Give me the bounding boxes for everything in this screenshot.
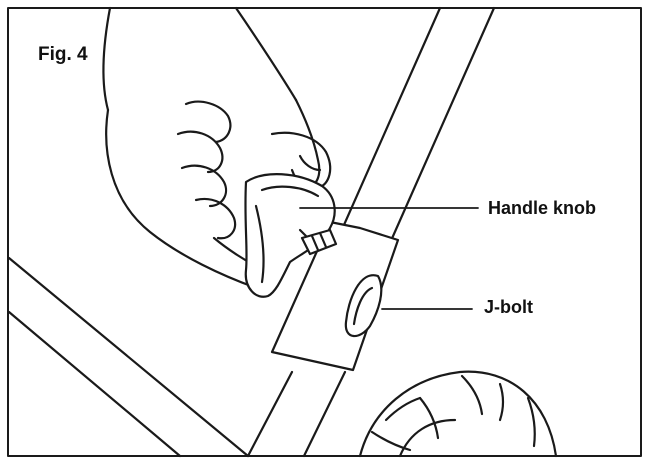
j-bolt-label: J-bolt [484, 297, 533, 317]
lower-frame-rail [7, 256, 250, 458]
handle-knob-label: Handle knob [488, 198, 597, 218]
wheel [358, 370, 558, 458]
mounting-bracket [270, 220, 400, 372]
figure-border [7, 7, 642, 457]
j-bolt [344, 274, 383, 338]
handle-knob [244, 173, 338, 298]
handle-tube [246, 6, 496, 458]
figure-title: Fig. 4 [38, 44, 88, 65]
